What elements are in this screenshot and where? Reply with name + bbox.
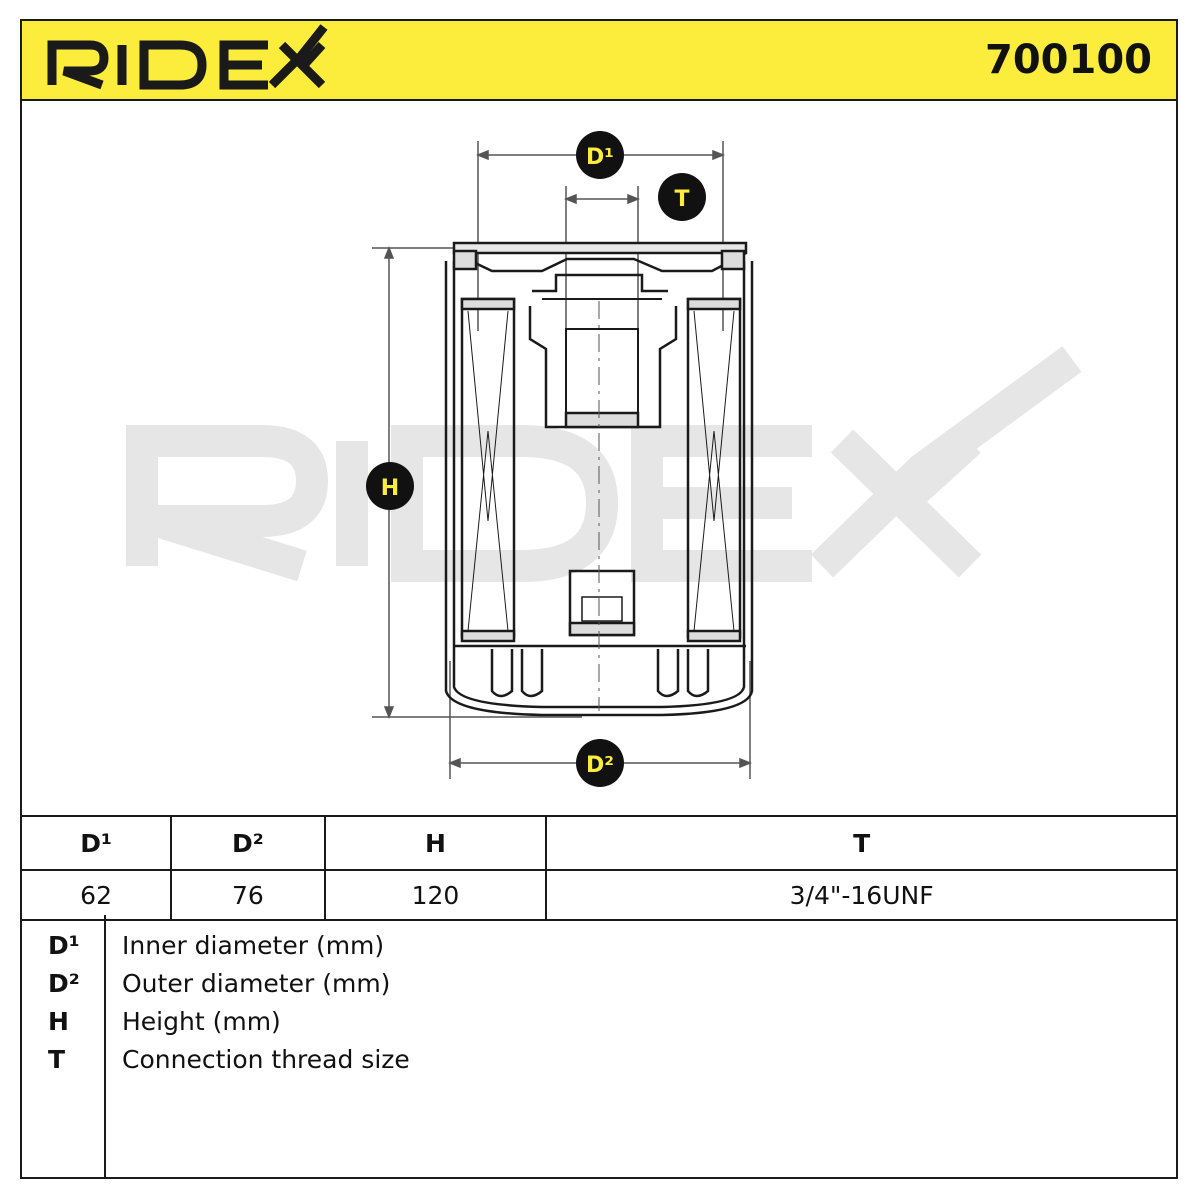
legend-divider	[104, 915, 106, 1177]
header-background	[22, 21, 1176, 99]
legend-description: Inner diameter (mm)	[122, 931, 385, 960]
callout-h: H	[366, 462, 414, 510]
column-header-h: H	[323, 815, 547, 870]
brand-logo-banner	[22, 21, 1176, 99]
column-header-t: T	[545, 815, 1176, 870]
column-header-d1: D¹	[22, 815, 172, 870]
ridex-logo	[47, 24, 328, 90]
callout-d2: D²	[576, 739, 624, 787]
callout-t: T	[658, 173, 706, 221]
callout-d1: D¹	[576, 131, 624, 179]
legend-description: Height (mm)	[122, 1007, 281, 1036]
callout-h-label: H	[381, 476, 399, 501]
legend-key: T	[48, 1045, 66, 1074]
filter-cross-section	[444, 241, 754, 717]
part-number: 700100	[985, 37, 1152, 83]
legend-item: T Connection thread size	[22, 1045, 1176, 1083]
legend-description: Connection thread size	[122, 1045, 410, 1074]
table-row: 62 76 120 3/4"-16UNF	[22, 869, 1176, 921]
legend-item: D¹ Inner diameter (mm)	[22, 931, 1176, 969]
value-d2: 76	[170, 869, 325, 921]
product-sheet: 700100	[20, 19, 1178, 1179]
callout-d1-label: D¹	[586, 145, 614, 170]
legend-item: D² Outer diameter (mm)	[22, 969, 1176, 1007]
legend-key: D¹	[48, 931, 80, 960]
legend-key: H	[48, 1007, 69, 1036]
legend-key: D²	[48, 969, 80, 998]
technical-drawing: D¹ T H D²	[126, 131, 1082, 787]
value-d1: 62	[22, 869, 172, 921]
legend-description: Outer diameter (mm)	[122, 969, 391, 998]
table-header-row: D¹ D² H T	[22, 815, 1176, 870]
callout-d2-label: D²	[586, 753, 614, 778]
value-h: 120	[323, 869, 547, 921]
legend: D¹ Inner diameter (mm) D² Outer diameter…	[22, 915, 1176, 1177]
dimension-table: D¹ D² H T 62 76 120 3/4"-16UNF	[22, 815, 1176, 921]
legend-item: H Height (mm)	[22, 1007, 1176, 1045]
column-header-d2: D²	[170, 815, 325, 870]
header-bar: 700100	[22, 21, 1176, 101]
value-t: 3/4"-16UNF	[545, 869, 1176, 921]
ridex-watermark	[126, 346, 1082, 582]
callout-t-label: T	[674, 187, 689, 212]
